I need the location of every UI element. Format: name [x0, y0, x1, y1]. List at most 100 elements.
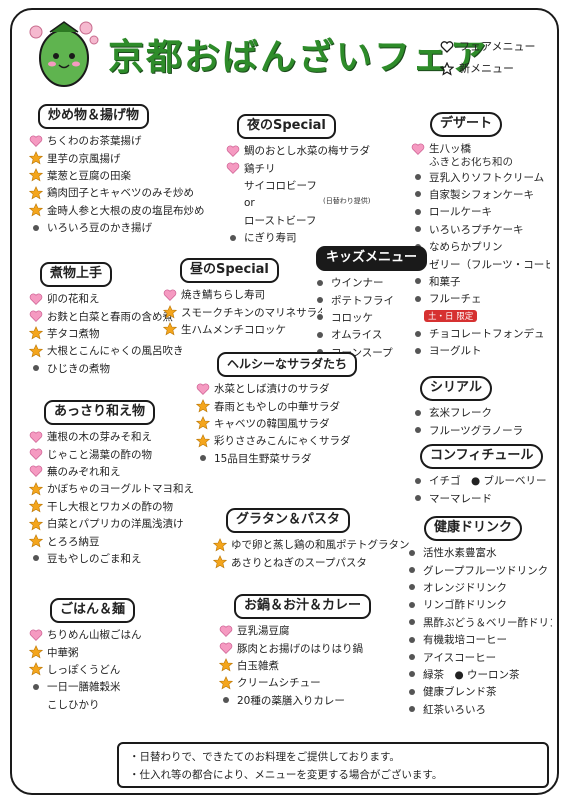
menu-item: あさりとねぎのスープパスタ [212, 553, 412, 570]
menu-item-name: 豆乳湯豆腐 [237, 625, 290, 638]
menu-item-name: 葉葱と豆腐の田楽 [47, 169, 131, 182]
heart-icon [219, 625, 232, 637]
menu-item: 生ハムメンチコロッケ [162, 321, 322, 338]
menu-item-name: とろろ納豆 [47, 535, 100, 548]
new-mark [28, 662, 43, 677]
new-mark [195, 433, 210, 448]
bullet-dot [32, 365, 39, 372]
standard-mark [410, 204, 425, 219]
menu-item-name: コロッケ [331, 311, 373, 324]
menu-item: 15品目生野菜サラダ [195, 450, 380, 467]
footer-line-2: ・仕入れ等の都合により、メニューを変更する場合がございます。 [129, 769, 443, 781]
menu-item-name: ポテトフライ [331, 294, 394, 307]
menu-item-name: 生八ッ橋 [429, 143, 471, 156]
menu-item-name: 豚肉とお揚げのはりはり鍋 [237, 642, 363, 655]
no-mark [225, 178, 240, 193]
new-mark [28, 168, 43, 183]
fair-mark [28, 429, 43, 444]
section-cereal: シリアル 玄米フレークフルーツグラノーラ [410, 376, 550, 439]
menu-item: 自家製シフォンケーキ [410, 186, 550, 203]
bullet-dot [414, 330, 421, 337]
section-title: デザート [430, 112, 503, 137]
menu-item-name: じゃこと湯葉の酢の物 [47, 448, 152, 461]
menu-item-name: ちくわのお茶葉揚げ [47, 135, 142, 148]
item-list: 卯の花和えお麩と白菜と春雨の含め煮芋タコ煮物大根とこんにゃくの風呂吹きひじきの煮… [28, 290, 203, 377]
section-kids: キッズメニュー ウインナーポテトフライコロッケオムライスコーンスープ [312, 246, 428, 361]
menu-item-name: ひじきの煮物 [47, 362, 110, 375]
bullet-dot [414, 226, 421, 233]
bullet-dot [199, 455, 206, 462]
menu-item: 豆乳入りソフトクリーム [410, 168, 550, 185]
menu-item-name: 蓮根の木の芽みそ和え [47, 431, 152, 444]
menu-item: にぎり寿司 [225, 229, 395, 246]
mascot-illustration [29, 21, 99, 87]
item-list: イチゴ ● ブルーベリーマーマレード [410, 472, 550, 507]
star-icon [28, 481, 43, 496]
menu-item: しっぽくうどん [28, 661, 213, 678]
menu-item-name: ゆで卵と蒸し鶏の和風ポテトグラタン [231, 539, 410, 552]
section-title: 煮物上手 [40, 262, 113, 287]
standard-mark [404, 580, 419, 595]
menu-item: ポテトフライ [312, 291, 412, 308]
menu-item: ひじきの煮物 [28, 360, 203, 377]
menu-item: 健康ブレンド茶 [404, 683, 552, 700]
menu-item-name: ローストビーフ [244, 214, 317, 227]
heart-icon [29, 293, 42, 305]
menu-item: or [225, 194, 395, 211]
new-mark [162, 305, 177, 320]
beef-note: (日替わり提供) [323, 197, 371, 205]
section-title: お鍋＆お汁＆カレー [234, 594, 372, 619]
menu-item-name: 豆乳入りソフトクリーム [429, 171, 545, 184]
menu-item: コロッケ [312, 309, 412, 326]
star-icon [28, 151, 43, 165]
bullet-dot [408, 688, 415, 695]
section-title: グラタン＆パスタ [226, 508, 351, 533]
fair-mark [162, 287, 177, 302]
fair-mark [28, 464, 43, 479]
menu-item: フルーツグラノーラ [410, 421, 550, 438]
bullet-dot [408, 619, 415, 626]
menu-item: 芋タコ煮物 [28, 325, 203, 342]
bullet-dot [414, 295, 421, 302]
menu-item-name: 紅茶いろいろ [423, 703, 486, 716]
menu-item-name: かぼちゃのヨーグルトマヨ和え [47, 483, 194, 496]
menu-item-name: 黒酢ぶどう＆ベリー酢ドリンク [423, 616, 552, 629]
fair-mark [28, 627, 43, 642]
menu-item-name: 20種の薬膳入りカレー [237, 694, 345, 707]
menu-item-name: 鯛のおとし水菜の梅サラダ [244, 145, 370, 158]
legend-fair-label: フェアメニュー [459, 40, 536, 53]
menu-item: 黒酢ぶどう＆ベリー酢ドリンク [404, 614, 552, 631]
menu-item: ゆで卵と蒸し鶏の和風ポテトグラタン [212, 536, 412, 553]
menu-item-name: チョコレートフォンデュ [429, 328, 545, 341]
item-list: ちくわのお茶葉揚げ里芋の京風揚げ葉葱と豆腐の田楽鶏肉団子とキャベツのみそ炒め金時… [28, 132, 243, 236]
weekend-only-badge: 土・日 限定 [424, 310, 478, 323]
menu-item: とろろ納豆 [28, 532, 208, 549]
menu-item-name: 白菜とパプリカの洋風浅漬け [47, 518, 184, 531]
new-mark [218, 658, 233, 673]
standard-mark [404, 615, 419, 630]
menu-item-name: 健康ブレンド茶 [423, 686, 497, 699]
item-list: ウインナーポテトフライコロッケオムライスコーンスープ [312, 274, 412, 361]
standard-mark [218, 693, 233, 708]
menu-item-name: 和菓子 [429, 275, 461, 288]
menu-item: 生八ッ橋 [410, 140, 550, 157]
standard-mark [28, 679, 43, 694]
fair-mark [225, 161, 240, 176]
standard-mark [404, 650, 419, 665]
menu-item-name: 中華粥 [47, 646, 79, 659]
bullet-dot [408, 654, 415, 661]
menu-item-name: しっぽくうどん [47, 663, 121, 676]
star-icon [162, 305, 177, 319]
new-mark [28, 534, 43, 549]
menu-item: フルーチェ [410, 290, 550, 307]
section-title: シリアル [420, 376, 493, 401]
menu-item: スモークチキンのマリネサラダ [162, 303, 322, 320]
fair-mark [28, 133, 43, 148]
section-title: コンフィチュール [420, 444, 544, 469]
heart-icon [219, 642, 232, 655]
menu-item: 中華粥 [28, 643, 213, 660]
section-title: ヘルシーなサラダたち [217, 352, 358, 377]
star-icon [28, 662, 43, 676]
menu-item: 大根とこんにゃくの風呂吹き [28, 342, 203, 359]
menu-item: 鶏肉団子とキャベツのみそ炒め [28, 184, 243, 201]
